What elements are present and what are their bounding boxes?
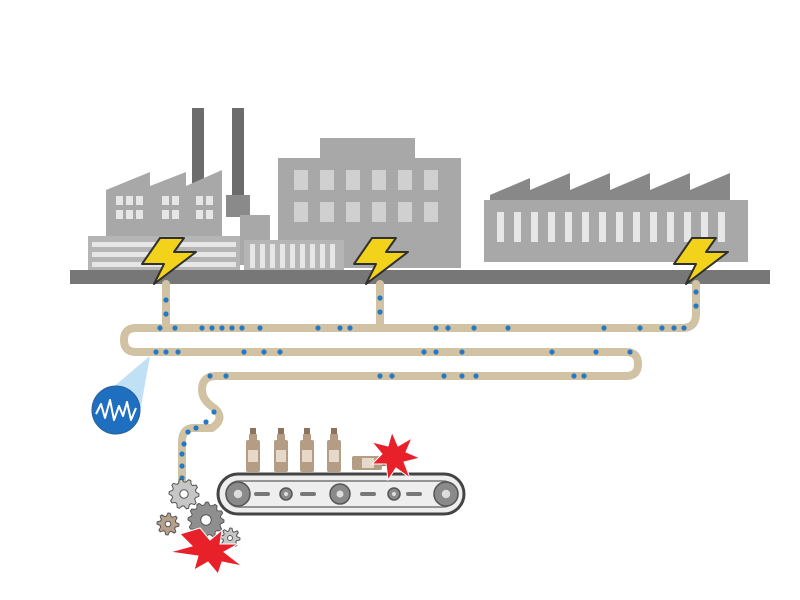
data-packet-dot: [637, 325, 643, 331]
data-packet-dot: [377, 309, 383, 315]
data-packet-dot: [337, 325, 343, 331]
data-packet-dot: [459, 373, 465, 379]
data-packet-dot: [261, 349, 267, 355]
office-windows: [294, 170, 438, 222]
bottle: [274, 428, 288, 472]
data-packet-dot: [193, 425, 199, 431]
data-packet-dot: [211, 409, 217, 415]
factory-left-building: [88, 108, 270, 272]
data-packet-dot: [459, 349, 465, 355]
data-packet-dot: [219, 325, 225, 331]
lightning-bolt-icon: [353, 237, 409, 285]
data-packet-dot: [185, 429, 191, 435]
data-packet-dot: [163, 297, 169, 303]
roller-hub: [391, 491, 397, 497]
conveyor-track-dashes: [254, 492, 422, 496]
data-packet-dot: [421, 349, 427, 355]
gear-hub: [179, 489, 189, 499]
data-packet-dot: [681, 325, 687, 331]
data-packet-dot: [593, 349, 599, 355]
data-packet-dot: [377, 373, 383, 379]
podium-columns: [250, 244, 335, 268]
roller-hub: [336, 490, 344, 498]
data-packet-dot: [223, 373, 229, 379]
ground-strip: [70, 270, 770, 284]
fault-sparks: [169, 430, 422, 576]
data-packet-dot: [179, 463, 185, 469]
bottles-on-conveyor: [246, 428, 388, 472]
data-pipeline: [120, 280, 700, 496]
roller-hub: [441, 489, 451, 499]
data-packet-dot: [199, 325, 205, 331]
gear-hub: [164, 520, 172, 528]
data-packet-dot: [693, 289, 699, 295]
data-packet-dot: [671, 325, 677, 331]
data-packet-dot: [157, 325, 163, 331]
data-packet-dot: [315, 325, 321, 331]
data-packet-dot: [627, 349, 633, 355]
explosion-spark-icon: [169, 527, 243, 576]
power-feeds: [141, 237, 729, 285]
window-grid: [116, 196, 213, 219]
data-packet-dot: [581, 373, 587, 379]
roller-hub: [233, 489, 243, 499]
data-packet-dot: [377, 295, 383, 301]
data-packet-dot: [659, 325, 665, 331]
data-packet-dot: [175, 349, 181, 355]
data-packet-dot: [389, 373, 395, 379]
data-pipe: [120, 280, 700, 496]
data-packet-dot: [277, 349, 283, 355]
data-packet-dot: [433, 325, 439, 331]
bottle: [300, 428, 314, 472]
data-packet-dot: [179, 451, 185, 457]
warehouse-windows: [497, 212, 725, 242]
data-packet-dot: [241, 349, 247, 355]
sawtooth-roof-warehouse: [490, 173, 730, 200]
data-packet-dot: [445, 325, 451, 331]
sawtooth-roof-hall: [106, 170, 222, 245]
gear-hub: [227, 535, 233, 541]
conveyor-rollers: [225, 481, 459, 507]
roller-hub: [283, 491, 289, 497]
data-packet-dot: [153, 349, 159, 355]
data-packet-dot: [473, 373, 479, 379]
data-packet-dot: [505, 325, 511, 331]
data-packet-dot: [181, 441, 187, 447]
gear-hub: [200, 514, 212, 526]
lightning-bolt-icon: [141, 237, 197, 285]
data-packet-dot: [601, 325, 607, 331]
bottle: [246, 428, 260, 472]
chimney: [232, 108, 244, 200]
explosion-spark-icon: [370, 430, 422, 482]
data-packet-dot: [693, 303, 699, 309]
data-packet-dot: [433, 349, 439, 355]
conveyor-belt: [216, 472, 466, 516]
data-packet-dot: [229, 325, 235, 331]
data-packet-dot: [209, 325, 215, 331]
data-packet-dot: [163, 311, 169, 317]
waveform-sensor-icon: [95, 399, 137, 421]
bottle: [327, 428, 341, 472]
factory-middle-building: [244, 138, 461, 272]
data-packet-dot: [172, 325, 178, 331]
data-packet-dot: [441, 373, 447, 379]
data-packet-dot: [257, 325, 263, 331]
data-packet-dot: [347, 325, 353, 331]
data-packet-dot: [239, 325, 245, 331]
data-packets: [153, 289, 699, 481]
data-packet-dot: [203, 419, 209, 425]
sensor-beam: [112, 356, 150, 412]
data-packet-dot: [163, 349, 169, 355]
data-packet-dot: [207, 373, 213, 379]
data-packet-dot: [471, 325, 477, 331]
data-packet-dot: [571, 373, 577, 379]
chimney-base: [226, 195, 250, 217]
sensor-disc: [91, 385, 141, 435]
chimney: [192, 108, 204, 200]
lightning-bolt-icon: [673, 237, 729, 285]
waveform-sensor: [91, 356, 150, 435]
data-packet-dot: [549, 349, 555, 355]
